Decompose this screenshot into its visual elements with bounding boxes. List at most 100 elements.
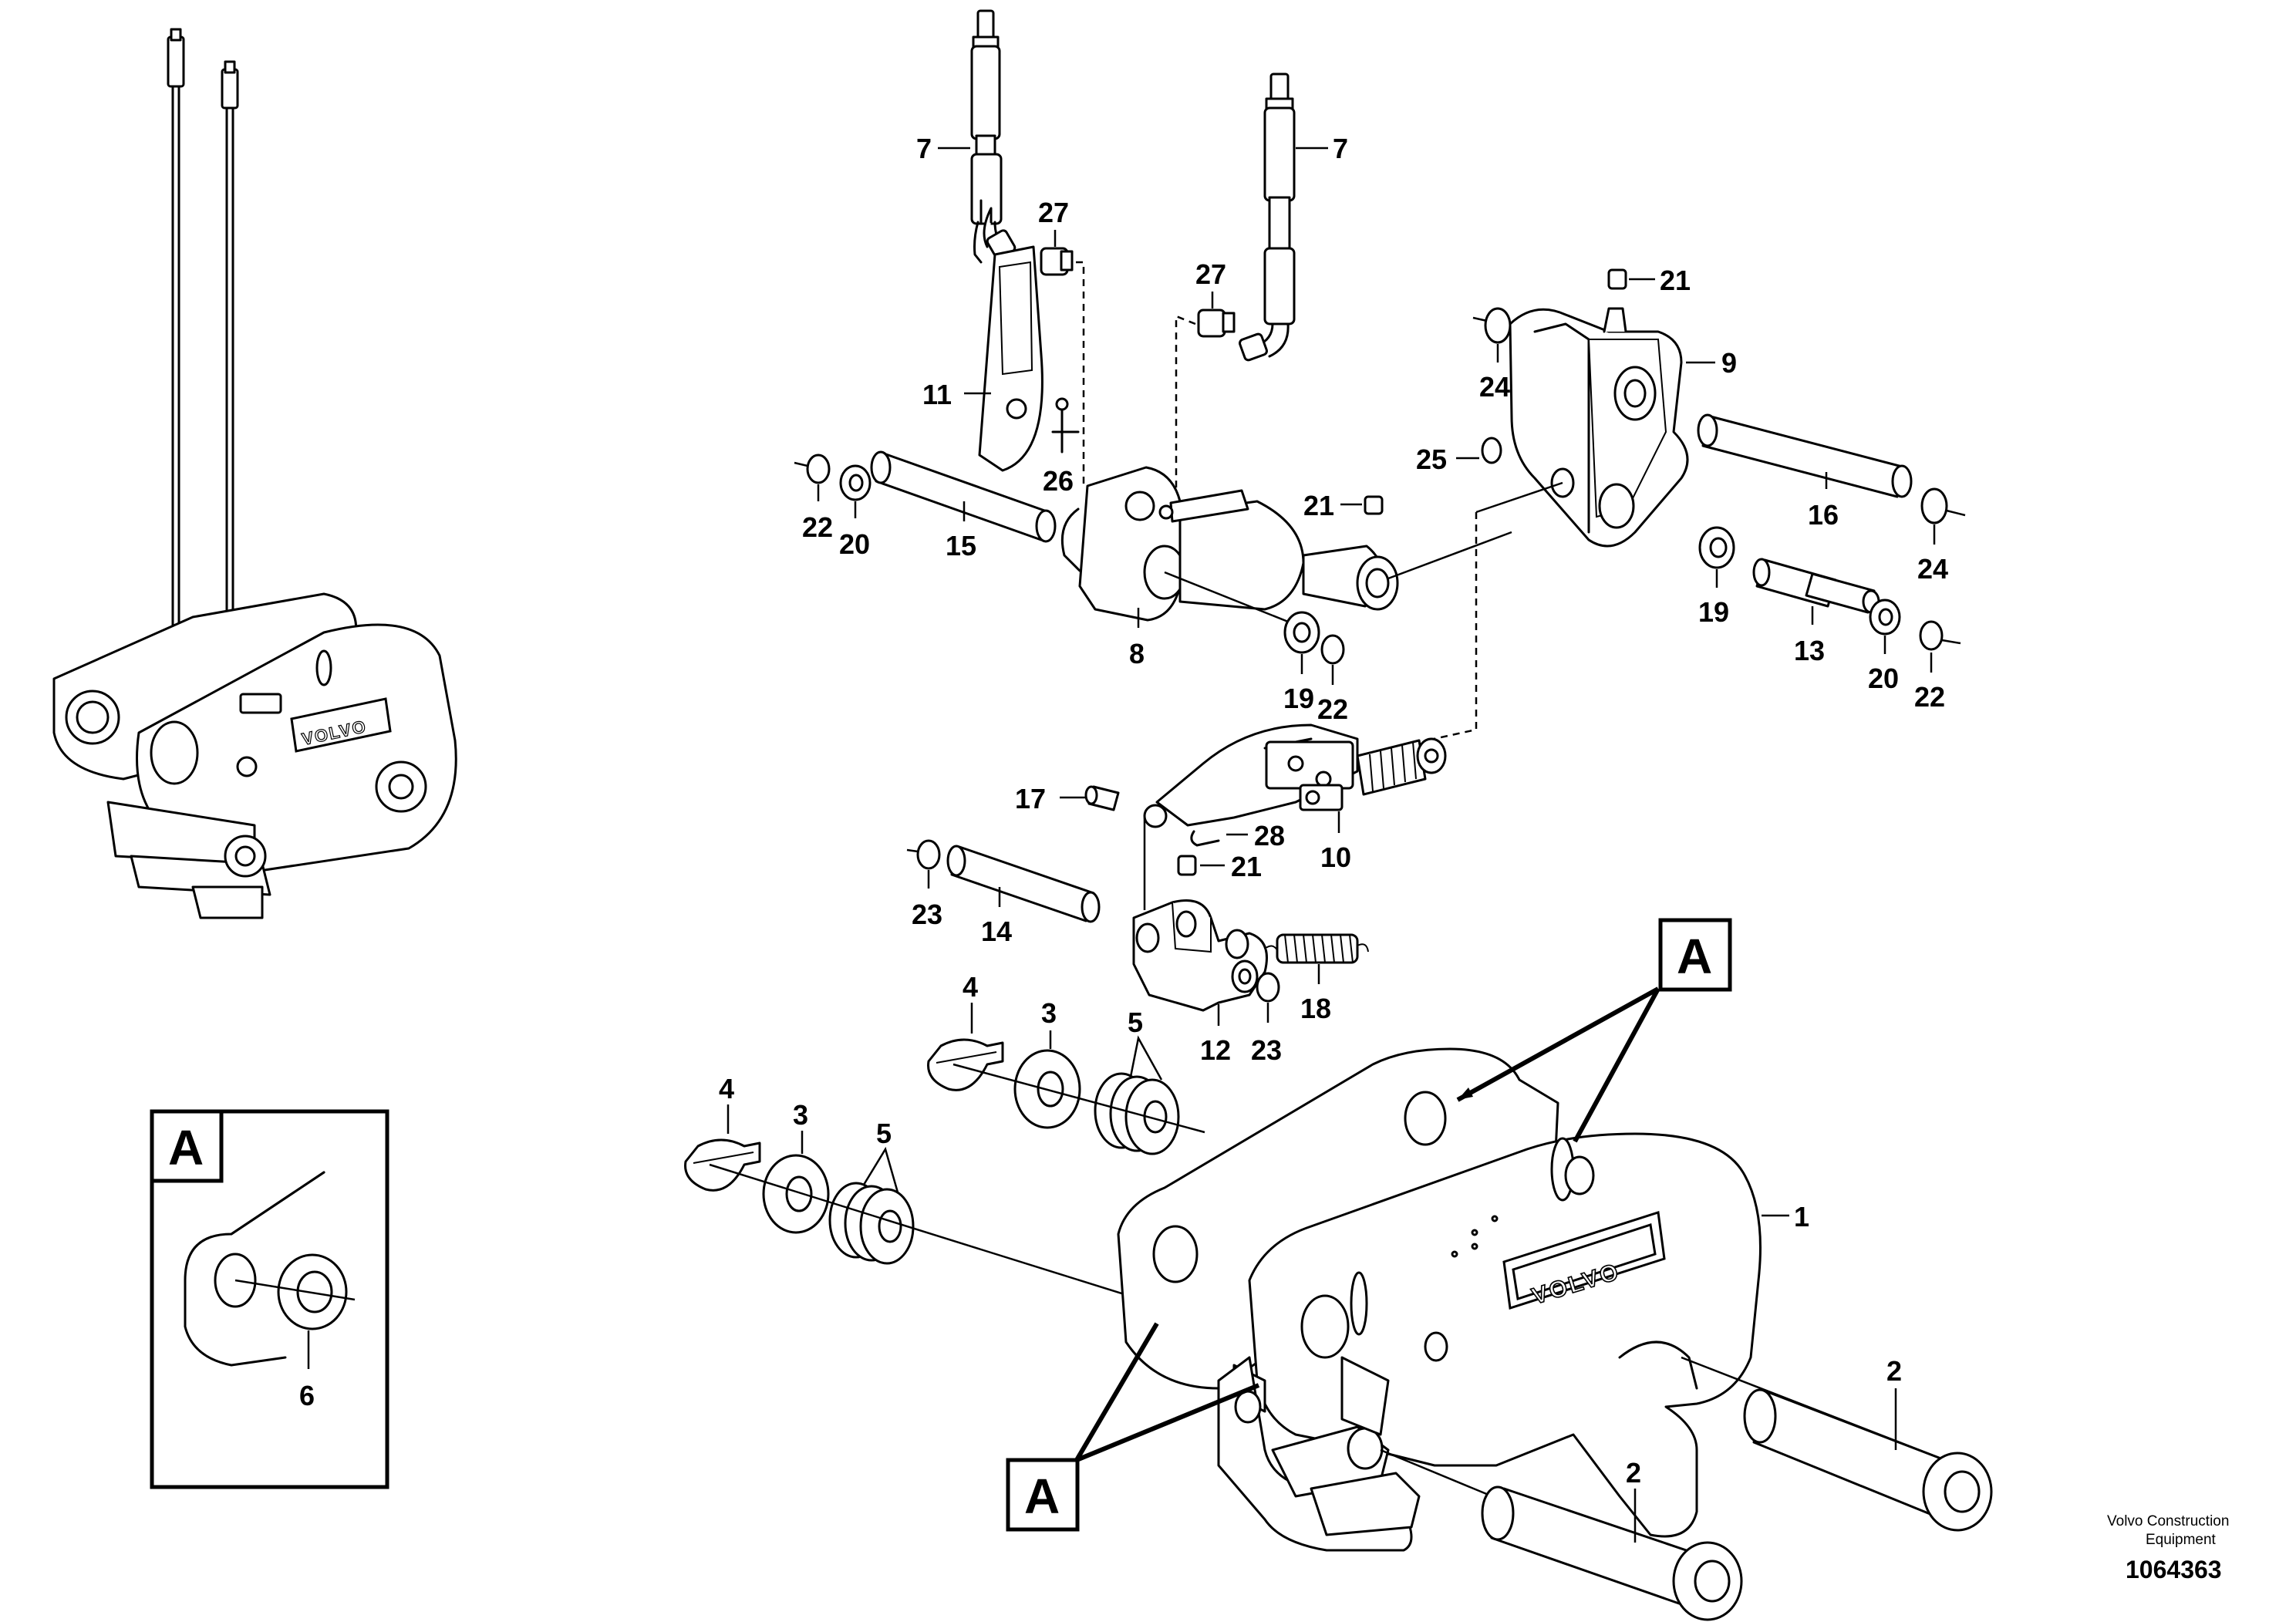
part-19-bushing-cylinder: 19 <box>1283 611 1320 714</box>
part-4-lock-lower: 4 <box>684 1073 761 1192</box>
callout-4-lower: 4 <box>719 1073 734 1104</box>
callout-24-lower: 24 <box>1917 553 1948 585</box>
callout-25: 25 <box>1416 443 1447 475</box>
callout-5-lower: 5 <box>876 1118 892 1149</box>
callout-2-lower: 2 <box>1626 1457 1641 1489</box>
company-name-line2: Equipment <box>2146 1532 2217 1548</box>
callout-24-upper: 24 <box>1479 371 1510 403</box>
view-a-bottom-label: A <box>1024 1469 1060 1524</box>
callout-10: 10 <box>1320 841 1351 873</box>
part-3-washer-upper: 3 <box>1013 997 1081 1129</box>
callout-27-left: 27 <box>1038 197 1069 228</box>
view-a-marker-bottom: A <box>1006 1322 1260 1532</box>
part-15-pin: 15 <box>870 450 1057 561</box>
part-21-grease-nipple-cylinder: 21 <box>1303 490 1384 521</box>
view-a-marker-top: A <box>1456 918 1732 1143</box>
part-2-pin-upper: 2 <box>1743 1355 1993 1532</box>
part-9-bracket: 9 <box>1475 307 1737 548</box>
axis-upper-washers <box>952 1063 1205 1134</box>
callout-3-upper: 3 <box>1041 997 1057 1029</box>
part-4-lock-upper: 4 <box>927 971 1004 1091</box>
callout-2-upper: 2 <box>1886 1355 1902 1387</box>
callout-20-right: 20 <box>1868 663 1899 694</box>
callout-21-bracket: 21 <box>1660 265 1691 296</box>
company-name-line1: Volvo Construction <box>2107 1513 2229 1529</box>
part-28-split-pin: 28 <box>1190 820 1285 851</box>
part-2-pin-lower: 2 <box>1481 1457 1743 1621</box>
callout-22-left: 22 <box>802 511 833 543</box>
part-24-circlip-lower: 24 <box>1917 487 1966 585</box>
part-13-pin: 13 <box>1752 558 1880 666</box>
dashed-connection-fitting-27-right <box>1175 315 1196 515</box>
part-8-cylinder: 8 <box>1060 466 1512 669</box>
callout-5-upper: 5 <box>1128 1007 1143 1038</box>
axis-lower-washers <box>709 1163 1204 1320</box>
callout-9: 9 <box>1721 347 1737 379</box>
callout-23-left: 23 <box>912 899 942 930</box>
callout-20-left: 20 <box>839 528 870 560</box>
callout-22-right: 22 <box>1914 681 1945 713</box>
part-22-circlip-cylinder: 22 <box>1317 634 1348 725</box>
callout-23-right: 23 <box>1251 1034 1282 1066</box>
part-20-washer-right: 20 <box>1868 599 1901 694</box>
part-11-locking-plate: 11 <box>922 245 1043 472</box>
part-3-washer-lower: 3 <box>762 1099 830 1234</box>
callout-6: 6 <box>299 1380 315 1411</box>
callout-27-right: 27 <box>1195 258 1226 290</box>
part-21-grease-nipple-hook: 21 <box>1177 851 1262 882</box>
callout-13: 13 <box>1794 635 1825 666</box>
part-12-hook: 12 <box>1132 899 1268 1066</box>
part-19-bushing-bracket: 19 <box>1698 526 1735 628</box>
callout-12: 12 <box>1200 1034 1231 1066</box>
fitting-27-right: 27 <box>1195 258 1236 338</box>
callout-7-right: 7 <box>1333 133 1348 164</box>
callout-17: 17 <box>1015 783 1046 814</box>
drawing-number: 1064363 <box>2126 1556 2222 1583</box>
dashed-connection-fitting-27-left <box>1076 261 1085 484</box>
part-5-shims-upper: 5 <box>1094 1007 1180 1155</box>
part-23-circlip-left: 23 <box>906 839 942 930</box>
callout-16: 16 <box>1808 499 1839 531</box>
callout-19-bracket: 19 <box>1698 596 1729 628</box>
callout-28: 28 <box>1254 820 1285 851</box>
part-23-circlip-right: 23 <box>1251 972 1282 1066</box>
callout-14: 14 <box>981 916 1012 947</box>
callout-4-upper: 4 <box>963 971 978 1003</box>
detail-view-label: A <box>168 1120 204 1175</box>
fitting-27-left: 27 <box>1038 197 1074 276</box>
hose-7-right: 7 <box>1239 73 1348 362</box>
part-14-pin: 14 <box>946 845 1101 947</box>
part-21-grease-nipple-bracket: 21 <box>1607 265 1691 296</box>
part-17-pin: 17 <box>1015 783 1120 814</box>
callout-19-cylinder: 19 <box>1283 683 1314 714</box>
part-18-spring: 18 <box>1264 933 1369 1024</box>
callout-3-lower: 3 <box>793 1099 808 1131</box>
part-5-shims-lower: 5 <box>828 1118 915 1265</box>
part-25-circlip: 25 <box>1416 437 1502 475</box>
part-1-coupler-frame: VOLVO 1 <box>1117 1047 1809 1552</box>
part-26-pin: 26 <box>1043 397 1080 497</box>
callout-22-cylinder: 22 <box>1317 693 1348 725</box>
callout-15: 15 <box>946 530 976 561</box>
callout-7-left: 7 <box>916 133 932 164</box>
callout-1: 1 <box>1794 1201 1809 1233</box>
part-24-circlip-upper: 24 <box>1472 307 1512 403</box>
callout-26: 26 <box>1043 465 1074 497</box>
callout-11: 11 <box>922 379 952 410</box>
part-22-circlip-left: 22 <box>794 454 833 543</box>
drawing-footer: Volvo Construction Equipment 1064363 <box>2107 1513 2229 1583</box>
assembled-coupler-view: VOLVO <box>52 28 457 919</box>
part-20-washer-left: 20 <box>839 464 872 560</box>
detail-view-a: A 6 <box>150 1109 389 1489</box>
callout-18: 18 <box>1300 993 1331 1024</box>
dashed-connection-bracket-latch <box>1426 512 1478 742</box>
view-a-top-label: A <box>1677 929 1712 984</box>
callout-8: 8 <box>1129 638 1145 669</box>
hose-7-left: 7 <box>916 9 1017 264</box>
callout-21-cylinder: 21 <box>1303 490 1334 521</box>
part-22-circlip-right: 22 <box>1914 620 1961 713</box>
callout-21-hook: 21 <box>1231 851 1262 882</box>
part-10-latch: 10 <box>1143 723 1447 873</box>
part-16-pin: 16 <box>1697 413 1913 531</box>
